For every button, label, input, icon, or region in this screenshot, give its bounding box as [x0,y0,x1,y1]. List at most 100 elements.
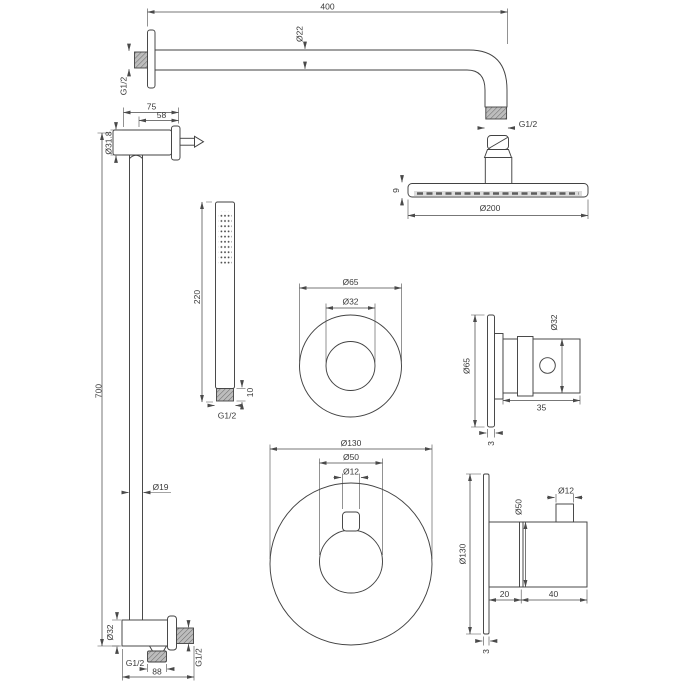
valve-side-view [487,314,581,428]
dim-outlet-side-thread: G1/2 [186,620,204,667]
bracket-body [112,129,172,156]
dim-valve-plate-front: Ø65 [299,277,402,362]
valve-grip-band [517,336,534,397]
hand-shower-view [215,201,235,402]
dim-label-hand-shower-length: 220 [192,290,202,304]
mixer-wall-plate [483,473,490,635]
dim-valve-knob-front: Ø32 [325,297,376,363]
outlet-body [121,619,169,647]
dim-label-mixer-lever-front: Ø12 [343,467,359,477]
valve-ring [494,333,504,400]
valve-button [539,357,556,374]
mixer-plate-circle [269,482,433,646]
dim-label-bracket-diameter: Ø31.8 [104,131,114,154]
dim-label-outlet-width: 88 [152,667,162,677]
mixer-side-view [483,473,588,635]
dim-arm-wall-thread: G1/2 [119,43,131,96]
dim-outlet-bottom-thread: G1/2 [126,658,175,672]
dim-valve-depth: 35 [502,395,581,413]
shower-arm-view [134,29,589,198]
dim-label-bar-diameter: Ø19 [152,482,168,492]
dim-head-diameter: Ø200 [407,199,589,219]
valve-plate-circle [299,314,402,418]
dim-label-mixer-body-side: Ø50 [514,499,524,515]
head-collar [483,149,513,158]
dim-label-head-diameter: Ø200 [480,203,501,213]
outlet-neck [149,645,167,652]
bracket-pin-tip [194,135,205,149]
dim-label-valve-knob-side: Ø32 [549,314,559,330]
dim-label-bracket-depth: 75 [147,102,157,112]
dim-mixer-plate-side: Ø130 [458,473,481,635]
dim-outlet-width: 88 [122,646,195,681]
valve-front-view [299,314,402,418]
ball-joint-seam [489,137,508,149]
dim-hand-shower-connector: 10 [236,380,255,410]
dim-bar-length: 700 [94,132,120,647]
dim-label-mixer-plate-thickness: 3 [481,649,491,654]
mixer-body [488,521,588,588]
dim-label-outlet-bottom-thread: G1/2 [126,658,145,668]
dim-label-valve-depth: 35 [537,403,547,413]
dim-hand-shower-length: 220 [192,201,213,403]
dim-label-bracket-offset: 58 [157,110,167,120]
hand-shower-connector [216,388,234,402]
mixer-knob-circle [319,529,383,594]
dim-bar-diameter: Ø19 [121,482,171,495]
dim-hand-shower-thread: G1/2 [207,403,243,421]
dim-label-hand-shower-thread: G1/2 [218,411,237,421]
dim-label-valve-knob-front: Ø32 [342,297,358,307]
dim-label-valve-plate-thickness: 3 [486,441,496,446]
dim-label-arm-head-thread: G1/2 [519,119,538,129]
dim-label-outlet-diameter: Ø32 [105,624,115,640]
dim-mixer-lever-front: Ø12 [333,467,369,509]
outlet-side-thread [176,627,194,644]
dim-label-mixer-plate-front: Ø130 [341,438,362,448]
dim-label-mixer-body-depth: 20 [500,589,510,599]
dim-arm-length: 400 [147,2,508,44]
dim-label-arm-length: 400 [320,2,334,12]
valve-wall-plate [487,314,495,428]
dim-mixer-body-side: Ø50 [514,499,528,588]
dim-arm-diameter: Ø22 [295,26,307,70]
dim-mixer-depths: 20 40 [488,589,588,604]
dim-label-arm-wall-thread: G1/2 [119,77,129,96]
slide-bar-view [112,125,205,621]
dim-mixer-lever-side: Ø12 [547,486,583,503]
dim-arm-head-thread: G1/2 [477,119,538,130]
dim-label-mixer-plate-side: Ø130 [458,543,468,564]
dim-label-mixer-lever-side: Ø12 [558,486,574,496]
dim-bracket-depth: 75 [123,102,179,127]
dim-valve-plate-thickness: 3 [479,429,503,446]
bracket-pin [179,137,195,146]
dim-label-arm-diameter: Ø22 [295,26,305,42]
dim-valve-plate-side: Ø65 [462,314,485,428]
arm-tube [154,49,508,108]
dim-bracket-diameter: Ø31.8 [104,122,122,163]
mixer-front-view [269,482,433,646]
valve-body [502,338,581,394]
arm-wall-flange [147,29,156,89]
mixer-lever-side [555,503,574,523]
dim-label-bar-length: 700 [94,384,104,398]
dim-bracket-offset: 58 [138,110,179,127]
dim-label-valve-plate-front: Ø65 [342,277,358,287]
bracket-flange [171,125,181,161]
hand-shower-spray-face [218,211,232,265]
dim-head-thickness: 9 [391,175,404,206]
dim-outlet-diameter: Ø32 [105,612,121,654]
dim-valve-knob-side: Ø32 [549,314,564,394]
dim-label-outlet-side-thread: G1/2 [194,648,204,667]
dim-mixer-plate-front: Ø130 [269,438,433,559]
dim-label-mixer-lever-depth: 40 [549,589,559,599]
dim-mixer-knob-front: Ø50 [319,452,383,555]
arm-wall-thread [134,51,148,69]
mixer-lever-front [342,511,360,532]
mixer-body-divider [519,521,524,588]
slide-rail [129,154,143,621]
dim-label-mixer-knob-front: Ø50 [343,452,359,462]
wall-outlet-view [121,615,194,663]
outlet-flange [167,615,177,651]
